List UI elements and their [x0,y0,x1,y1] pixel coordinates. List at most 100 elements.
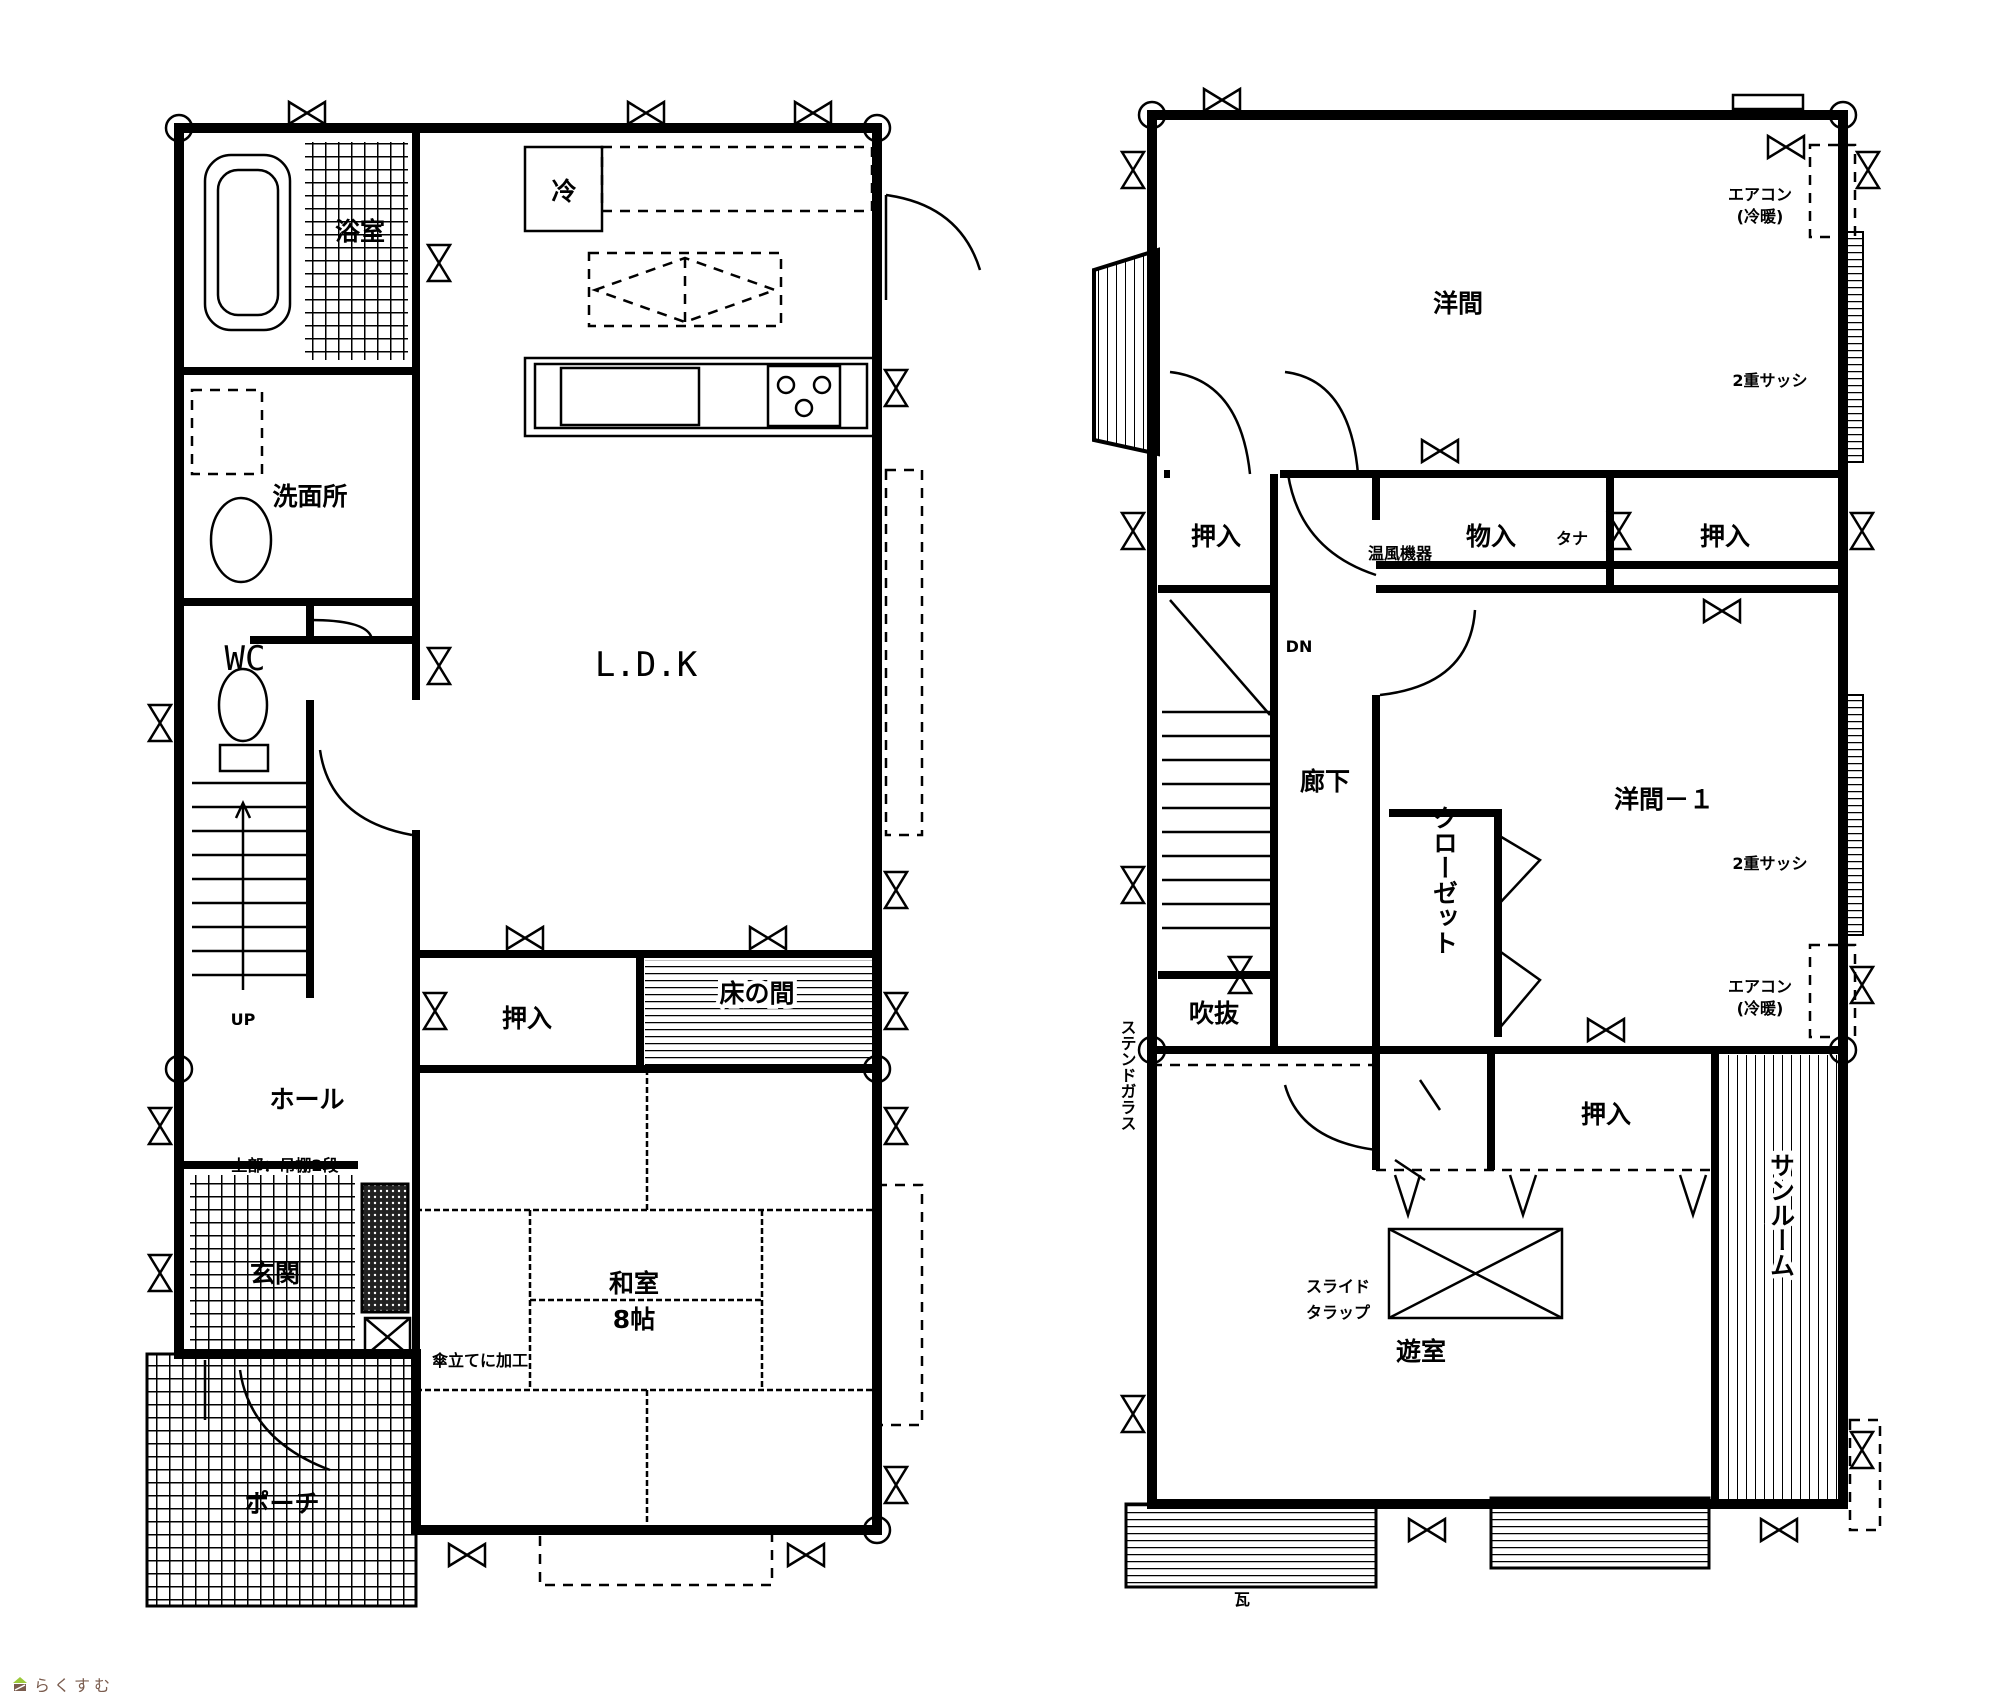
label-double-sash-1: 2重サッシ [1732,371,1807,390]
column-icon [164,1054,194,1084]
kitchen-counter [523,356,877,438]
balcony-left [1124,1502,1378,1589]
column-icon [1137,1035,1167,1065]
window-icon [1848,965,1876,1005]
window-icon [793,99,833,127]
label-porch: ポーチ [244,1489,319,1518]
label-aircon-1-sub: (冷暖) [1737,207,1784,226]
label-washroom: 洗面所 [272,482,347,511]
kitchen-island [587,251,783,328]
window-icon [1226,955,1254,995]
label-shelf: タナ [1556,529,1588,548]
column-icon [1137,100,1167,130]
label-japanese-room: 和室 [609,1269,659,1298]
window-icon [786,1541,826,1569]
label-corridor: 廊下 [1300,767,1350,796]
label-walk-closet: クローゼット [1430,805,1459,955]
window-icon [146,1106,174,1146]
porch-tiles [145,1352,418,1608]
closet-doors [1497,833,1542,1031]
sink [559,366,701,427]
brand-name: らくすむ [34,1676,115,1695]
label-tokonoma: 床の間 [719,979,794,1008]
label-slide-trap-1: スライド [1306,1277,1370,1296]
up-arrow [234,800,252,990]
column-icon [164,113,194,143]
label-closet-right: 押入 [1700,522,1750,551]
slide-trap [1387,1227,1564,1320]
label-water-heater: 温風機器 [1367,544,1433,563]
label-up: UP [231,1010,256,1029]
column-icon [862,113,892,143]
stove [766,364,842,428]
window-icon [1848,1430,1876,1470]
window-icon [146,1253,174,1293]
window-icon [287,99,327,127]
window-icon [1119,150,1147,190]
label-sunroom: サンルーム [1767,1153,1796,1278]
entrance-door-arc [203,1360,331,1472]
label-umbrella-note: 傘立てに加工 [432,1351,528,1370]
label-storage: 物入 [1466,522,1516,551]
label-closet-left: 押入 [1191,522,1241,551]
column-icon [1828,100,1858,130]
window-icon [882,870,910,910]
window-icon [882,991,910,1031]
floor-1-outer-wall [174,123,882,1535]
window-icon [1848,511,1876,551]
window-symbols [146,86,1882,1569]
label-void: 吹抜 [1189,999,1240,1028]
label-western-room-1: 洋間－１ [1614,785,1714,814]
label-closet: 押入 [502,1004,552,1033]
window-icon [882,368,910,408]
washing-machine-space [190,388,264,476]
window-icon [1702,597,1742,625]
window-icon [1119,511,1147,551]
window-icon [1202,86,1242,114]
door-arcs-2 [1169,370,1477,1152]
stairs [192,781,308,977]
window-icon [626,99,666,127]
window-icon [882,1106,910,1146]
floor-1 [145,123,982,1608]
column-icon [862,1054,892,1084]
label-fridge: 冷 [551,177,576,206]
labels-floor-2: 洋間 エアコン (冷暖) 2重サッシ 押入 物入 温風機器 タナ 押入 DN 廊… [1118,185,1808,1609]
label-ldk: L.D.K [595,645,698,685]
label-western-room: 洋間 [1433,289,1483,318]
watermark: らくすむ [12,1672,114,1696]
window-icon [1766,133,1806,161]
wash-basin [209,496,273,584]
label-hobby-room: 遊室 [1396,1337,1446,1366]
floor-2-outer-wall [1147,110,1848,1509]
window-icon [1420,437,1460,465]
tokonoma-floor [645,960,875,1065]
label-entrance: 玄関 [250,1259,300,1288]
label-bath: 浴室 [335,217,385,246]
floor-2 [1092,93,1882,1589]
wc-door-arc [309,618,374,641]
label-down: DN [1286,637,1313,656]
window-icon [1586,1016,1626,1044]
window-icon [425,646,453,686]
label-stained-glass: ステンドガラス [1118,1019,1137,1131]
window-icon [505,924,545,952]
window-icon [447,1541,487,1569]
toilet [217,667,269,743]
brand-logo-icon [12,1676,28,1692]
labels-floor-1: 浴室 洗面所 WC UP ホール 上部：吊棚2段 玄関 ポーチ 傘立てに加工 冷… [225,177,799,1518]
stairs-2 [1162,710,1270,930]
label-japanese-room-size: 8帖 [613,1305,655,1334]
label-wc: WC [225,639,266,679]
cupboard-space [600,145,874,213]
label-slide-trap-2: タラップ [1306,1303,1371,1322]
sunroom-floor [1720,1055,1838,1500]
label-closet-lower: 押入 [1581,1100,1631,1129]
label-aircon-1: エアコン [1728,185,1792,204]
window-icon [1854,150,1882,190]
ldk-door-arc [318,749,413,837]
tatami-lines [416,1069,877,1530]
window-icon [748,924,788,952]
window-icon [1407,1516,1447,1544]
